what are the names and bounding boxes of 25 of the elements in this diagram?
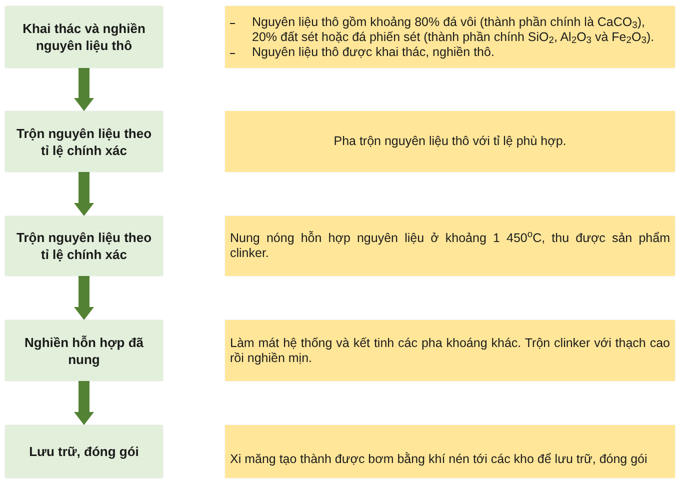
step-title: Trộn nguyên liệu theo tỉ lệ chính xác: [15, 229, 153, 263]
description-text: Pha trộn nguyên liệu thô với tỉ lệ phù hợp.: [332, 134, 568, 149]
step-title: Khai thác và nghiền nguyên liệu thô: [22, 20, 146, 54]
description-text: Nung nóng hỗn hợp nguyên liệu ở khoảng 1 450$^{o}$C, thu được sản phẩm clinker.: [230, 231, 670, 261]
description-text: Nguyên liệu thô được khai thác, nghiền thô.: [252, 44, 494, 60]
process-box: [5, 111, 163, 172]
step-title: Nghiền hỗn hợp đã nung: [23, 334, 144, 368]
process-box: [5, 216, 163, 276]
description-box: [225, 216, 675, 276]
step-title: Trộn nguyên liệu theo tỉ lệ chính xác: [15, 124, 153, 158]
process-box: [5, 425, 163, 478]
down-arrow: [74, 276, 94, 320]
description-box: [225, 425, 675, 478]
step-title: Lưu trữ, đóng gói: [28, 443, 140, 460]
process-box: [5, 320, 163, 381]
down-arrow: [74, 172, 94, 216]
process-box: [5, 6, 163, 68]
description-box: [225, 320, 675, 381]
description-text: Xi măng tạo thành được bơm bằng khí nén tới các kho để lưu trữ, đóng gói: [230, 452, 648, 467]
down-arrow: [74, 381, 94, 425]
description-box: [225, 111, 675, 172]
description-text: Nguyên liệu thô gồm khoảng 80% đá vôi (thành phần chính là CaCO$_{3}$), 20% đất sét hoặc đá phiến sét (thành phần chính SiO$_{2}$, Al$_{2}$O$_{3}$ và Fe$_{2}$O$_{3}$).: [252, 14, 656, 44]
down-arrow: [74, 68, 94, 111]
description-box: [225, 6, 675, 68]
description-text: Làm mát hệ thống và kết tinh các pha khoáng khác. Trộn clinker với thạch cao rồi nghiền mịn.: [230, 336, 670, 366]
